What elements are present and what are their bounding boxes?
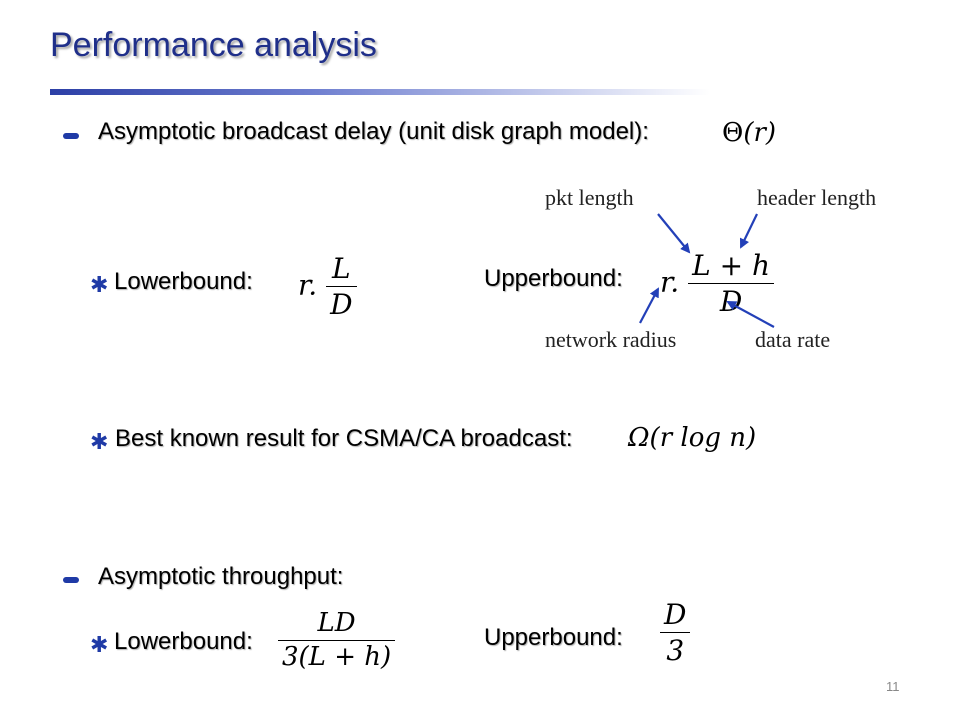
annotation-header-length: header length: [757, 185, 877, 210]
bullet-dash-icon: [63, 577, 79, 583]
throughput-lowerbound-formula: LD 3(L + h): [278, 609, 396, 673]
theta-symbol: Θ: [722, 118, 744, 148]
delay-lowerbound-label: Lowerbound:: [114, 268, 253, 295]
delay-upperbound-formula: r. L + h D: [660, 251, 775, 317]
throughput-upper-numerator: D: [660, 600, 691, 634]
throughput-lower-fraction: LD 3(L + h): [278, 609, 396, 673]
page-number: 11: [886, 679, 900, 694]
title-underline: [50, 89, 710, 95]
best-known-formula: Ω(r log n): [628, 423, 757, 453]
best-known-label: Best known result for CSMA/CA broadcast:: [115, 425, 573, 452]
throughput-lower-denominator: 3(L + h): [282, 642, 392, 673]
annotation-data-rate: data rate: [755, 327, 831, 352]
arrow-header-length: [739, 213, 758, 249]
throughput-lowerbound-label: Lowerbound:: [114, 628, 253, 655]
bullet-star-icon: ✱: [90, 272, 109, 297]
delay-upperbound-label: Upperbound:: [484, 265, 623, 292]
throughput-upper-denominator: 3: [666, 634, 685, 668]
annotation-pkt-length: pkt length: [545, 185, 634, 210]
lower-numerator: L: [326, 254, 357, 288]
throughput-lower-numerator: LD: [278, 609, 396, 642]
delay-heading: Asymptotic broadcast delay (unit disk gr…: [98, 118, 649, 145]
arrow-data-rate: [726, 301, 775, 328]
arrow-network-radius: [639, 287, 659, 324]
throughput-upperbound-formula: D 3: [660, 600, 691, 668]
bullet-dash-icon: [63, 133, 79, 139]
throughput-upperbound-label: Upperbound:: [484, 624, 623, 651]
lower-fraction: L D: [326, 254, 357, 322]
lower-denominator: D: [330, 288, 353, 322]
delay-theta-formula: Θ(r): [722, 118, 776, 148]
lower-prefix: r.: [298, 268, 318, 302]
slide-title: Performance analysis: [50, 26, 377, 64]
bullet-star-icon: ✱: [90, 429, 109, 454]
delay-lowerbound-formula: r. L D: [298, 254, 357, 320]
bullet-star-icon: ✱: [90, 632, 109, 657]
upper-prefix: r.: [660, 265, 680, 299]
annotation-network-radius: network radius: [545, 327, 677, 352]
throughput-heading: Asymptotic throughput:: [98, 563, 344, 590]
throughput-upper-fraction: D 3: [660, 600, 691, 668]
theta-arg: (r): [743, 118, 777, 148]
arrow-pkt-length: [657, 213, 691, 254]
upper-numerator: L + h: [688, 251, 775, 285]
